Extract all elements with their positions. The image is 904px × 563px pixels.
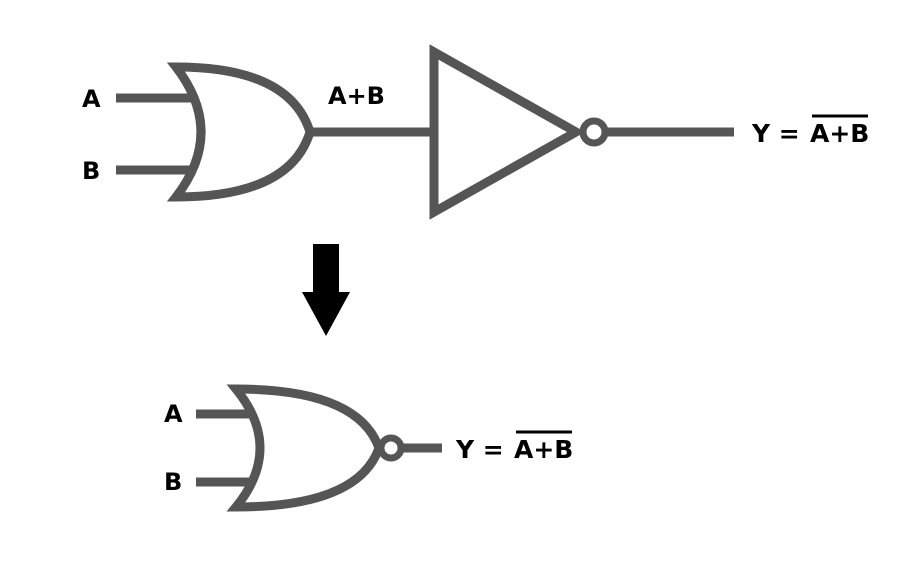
not-gate-inversion-bubble — [579, 117, 609, 147]
bottom-output-expression: A+B — [514, 435, 573, 464]
top-input-a-label: A — [82, 85, 101, 113]
bottom-circuit: A B Y = A+B — [164, 384, 573, 512]
nor-gate — [226, 384, 384, 512]
top-output-expression: A+B — [810, 119, 869, 148]
intermediate-label: A+B — [328, 82, 385, 110]
bottom-output-prefix: Y = — [455, 435, 504, 464]
bottom-input-b-label: B — [164, 468, 182, 496]
or-gate — [166, 62, 315, 202]
bottom-input-a-label: A — [164, 400, 183, 428]
top-circuit: A B A+B Y = A+B — [82, 44, 869, 220]
top-output-prefix: Y = — [751, 119, 800, 148]
nor-gate-inversion-bubble — [377, 434, 405, 462]
not-gate — [429, 44, 586, 220]
top-input-b-label: B — [82, 157, 100, 185]
down-arrow — [302, 244, 350, 336]
